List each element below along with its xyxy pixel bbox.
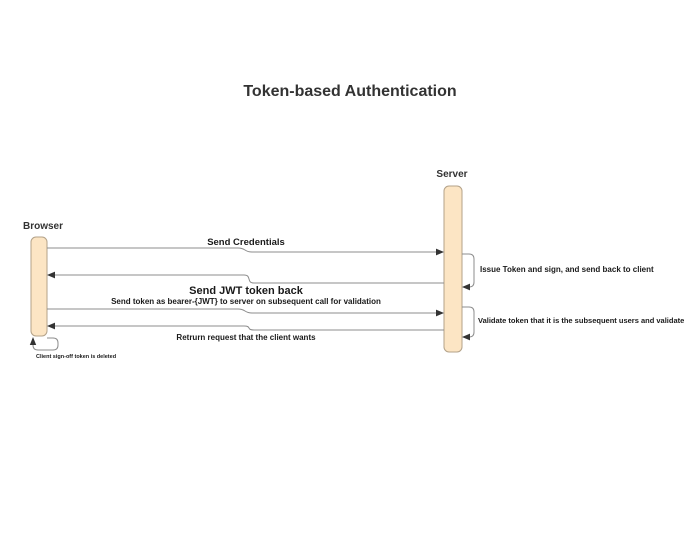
actor-label-server: Server	[436, 169, 467, 180]
diagram-title: Token-based Authentication	[243, 83, 456, 100]
self-message-label-issue-token: Issue Token and sign, and send back to c…	[480, 265, 654, 274]
actor-label-browser: Browser	[23, 221, 63, 232]
self-loop-line	[462, 253, 475, 288]
browser-lifeline	[30, 236, 48, 337]
message-label-return-request: Retrurn request that the client wants	[176, 333, 316, 342]
self-message-validate-token: Validate token that it is the subsequent…	[462, 306, 684, 341]
message-label-send-credentials: Send Credentials	[207, 237, 285, 248]
message-send-credentials: Send Credentials	[47, 237, 444, 256]
arrowhead-right-icon	[436, 309, 444, 317]
self-message-sign-off: Client sign-off token is deleted	[29, 337, 116, 360]
self-message-issue-token: Issue Token and sign, and send back to c…	[462, 253, 654, 291]
self-loop-line	[32, 337, 59, 351]
message-label-send-jwt-token-back: Send JWT token back	[189, 285, 304, 297]
self-loop-line	[462, 306, 475, 338]
server-lifeline	[443, 185, 463, 353]
self-message-label-validate-token: Validate token that it is the subsequent…	[478, 316, 684, 325]
arrowhead-left-icon	[462, 333, 470, 341]
arrowhead-left-icon	[47, 322, 55, 330]
message-line	[47, 247, 436, 253]
message-send-token-bearer: Send token as bearer-{JWT} to server on …	[47, 297, 444, 317]
arrowhead-left-icon	[47, 271, 55, 279]
arrowhead-right-icon	[436, 248, 444, 256]
arrowhead-left-icon	[462, 283, 470, 291]
arrowhead-up-icon	[29, 337, 37, 345]
message-line	[47, 308, 436, 314]
message-line	[55, 325, 444, 331]
message-send-jwt-token-back: Send JWT token back	[47, 271, 444, 297]
message-return-request: Retrurn request that the client wants	[47, 322, 444, 342]
message-label-send-token-bearer: Send token as bearer-{JWT} to server on …	[111, 297, 381, 306]
message-line	[55, 274, 444, 284]
self-message-label-sign-off: Client sign-off token is deleted	[36, 354, 116, 360]
